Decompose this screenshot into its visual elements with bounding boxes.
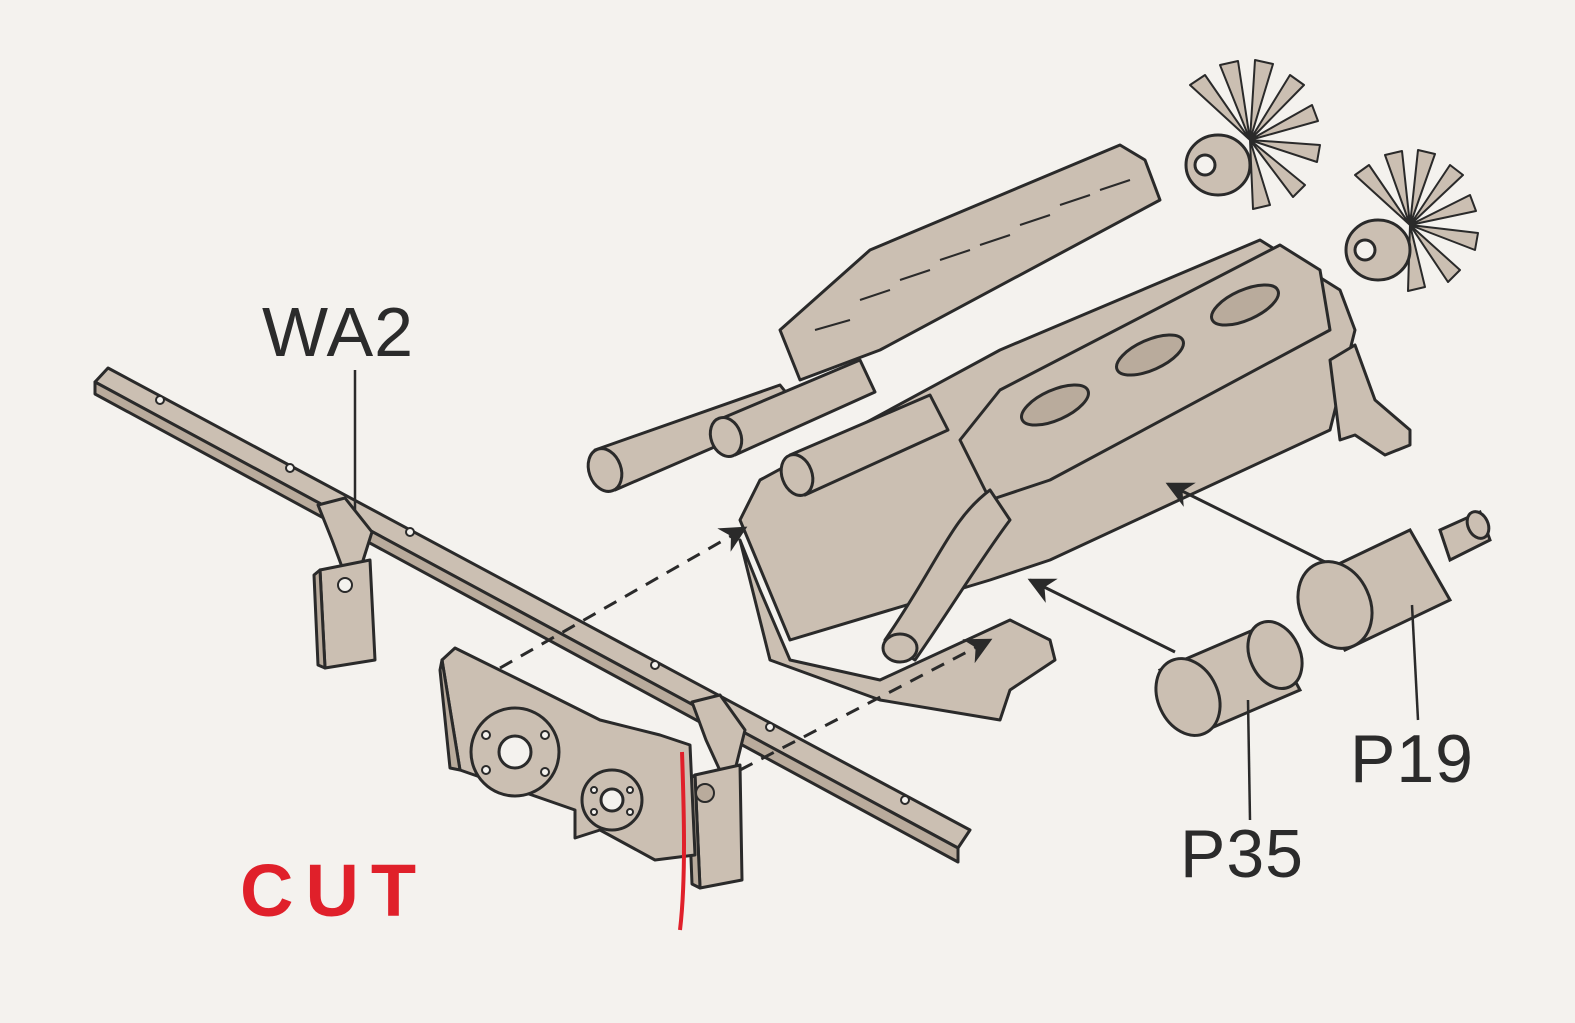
fan-icon (1184, 59, 1321, 210)
label-p19: P19 (1350, 721, 1474, 797)
assembly-arrow-icon (499, 482, 1326, 772)
leader-lines (353, 370, 1420, 821)
label-cut: CUT (240, 849, 429, 932)
cut-line (678, 751, 686, 931)
label-p35: P35 (1180, 816, 1304, 892)
p19-part (1296, 509, 1492, 652)
fan-icon (1344, 149, 1479, 292)
engine-illustration (586, 59, 1479, 722)
p35-part (1154, 620, 1304, 737)
gear-housing-plate (438, 646, 697, 862)
label-wa2: WA2 (262, 293, 415, 371)
wa2-rail (93, 366, 972, 890)
